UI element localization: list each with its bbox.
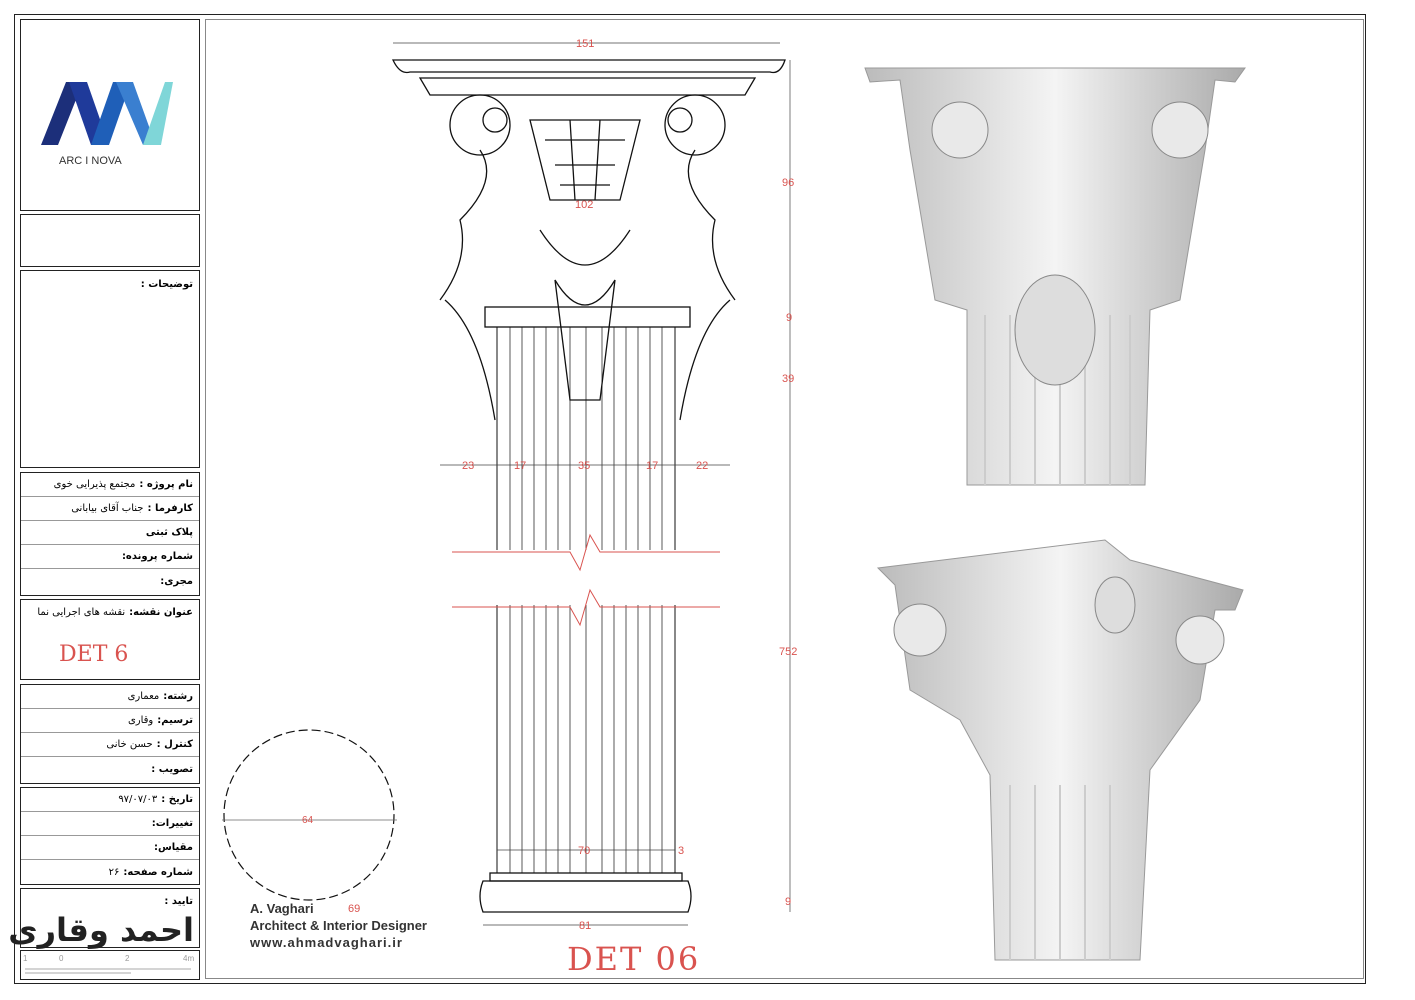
dim-4: 17 [646, 460, 658, 472]
drawing-title: DET 06 [567, 940, 701, 978]
client-row: کارفرما :جناب آقای بیابانی [21, 497, 199, 521]
dim-small: 3 [678, 845, 684, 857]
file-number-row: شماره پرونده: [21, 545, 199, 569]
watermark-persian-logo: احمد وقاری [8, 911, 194, 949]
notes-block: توضیحات : [20, 270, 200, 468]
notes-label: توضیحات : [140, 279, 193, 290]
value: حسن خانی [106, 739, 153, 750]
value: ۲۶ [108, 866, 120, 878]
label: مجری: [160, 575, 193, 587]
dim-base-width: 81 [579, 920, 591, 932]
break-lines [452, 533, 720, 627]
dim-total-height: 752 [779, 646, 797, 658]
label: نام پروژه : [139, 479, 193, 490]
dim-section-inner: 64 [302, 815, 314, 826]
render-capital-perspective [876, 539, 1244, 961]
dim-base-height: 9 [785, 896, 791, 908]
scale-tick: 0 [59, 954, 64, 963]
sheet-title-block: عنوان نقشه:نقشه های اجرایی نما DET 6 [20, 599, 200, 680]
label: شماره صفحه: [123, 866, 193, 878]
approved-row: تصویب : [21, 757, 199, 781]
label: کارفرما : [147, 503, 193, 514]
discipline-row: رشته:معماری [21, 685, 199, 709]
watermark-role: Architect & Interior Designer [250, 918, 427, 933]
label: تصویب : [151, 763, 193, 775]
dimension-lines [393, 42, 791, 926]
date-block: تاریخ :۹۷/۰۷/۰۳ تغییرات: مقیاس: شماره صف… [20, 787, 200, 885]
sheet-title-row: عنوان نقشه:نقشه های اجرایی نما [21, 600, 199, 624]
blank-block [20, 214, 200, 267]
value: مجتمع پذیرایی خوی [53, 479, 136, 490]
label: رشته: [163, 691, 193, 702]
dimension-labels: 151 96 102 9 39 23 17 35 17 22 752 70 3 … [348, 38, 797, 932]
column-cross-section [222, 729, 397, 901]
dim-necking: 9 [786, 312, 792, 324]
scale-bar: 1 0 2 4m [20, 950, 200, 980]
project-block: نام پروژه :مجتمع پذیرایی خوی کارفرما :جن… [20, 472, 200, 596]
dim-capital-inner: 102 [575, 199, 593, 211]
value: وقاری [127, 715, 154, 726]
value: جناب آقای بیابانی [71, 503, 144, 514]
label: شماره پرونده: [121, 551, 193, 562]
scale-row: مقیاس: [21, 836, 199, 860]
shaft-elevation [496, 327, 676, 873]
label: پلاک ثبتی [145, 527, 193, 538]
label: ترسیم: [157, 715, 193, 726]
page-number-row: شماره صفحه:۲۶ [21, 860, 199, 884]
dim-5: 22 [696, 460, 708, 472]
date-row: تاریخ :۹۷/۰۷/۰۳ [21, 788, 199, 812]
contractor-row: مجری: [21, 569, 199, 593]
label: کنترل : [156, 739, 193, 750]
watermark: A. Vaghari Architect & Interior Designer… [250, 900, 427, 951]
dim-1: 23 [462, 460, 474, 472]
plot-row: پلاک ثبتی [21, 521, 199, 545]
arc-nova-logo: ARC I NOVA [41, 82, 173, 167]
dim-capital-height: 96 [782, 177, 794, 189]
sheet-border [14, 14, 1366, 984]
dim-section-outer: 69 [348, 903, 360, 915]
label: مقیاس: [153, 842, 193, 853]
discipline-block: رشته:معماری ترسیم:وقاری کنترل :حسن خانی … [20, 684, 200, 784]
scale-tick: 2 [125, 954, 130, 963]
dim-flute-zone: 39 [782, 373, 794, 385]
capital-elevation [391, 59, 786, 421]
logo-text: ARC I NOVA [59, 155, 122, 167]
watermark-url: www.ahmadvaghari.ir [250, 935, 403, 950]
approval-row: تایید : [21, 889, 199, 913]
watermark-name: A. Vaghari [250, 901, 314, 916]
drawing-area [205, 19, 1364, 979]
value: نقشه های اجرایی نما [37, 606, 126, 618]
project-name-row: نام پروژه :مجتمع پذیرایی خوی [21, 473, 199, 497]
value: ۹۷/۰۷/۰۳ [118, 794, 158, 805]
dim-top-width: 151 [576, 38, 594, 50]
render-capital-front [864, 67, 1246, 486]
label: تایید : [164, 895, 193, 907]
sheet-code: DET 6 [59, 642, 129, 667]
revisions-row: تغییرات: [21, 812, 199, 836]
dim-shaft-base: 70 [578, 845, 590, 857]
dim-3: 35 [578, 460, 590, 472]
scale-tick: 4m [183, 954, 194, 963]
approval-block: تایید : [20, 888, 200, 948]
checked-by-row: کنترل :حسن خانی [21, 733, 199, 757]
label: تاریخ : [161, 794, 193, 805]
label: عنوان نقشه: [129, 606, 193, 618]
logo-block: ARC I NOVA [20, 19, 200, 211]
base-elevation [479, 872, 692, 913]
scale-tick: 1 [23, 954, 28, 963]
value: معماری [127, 691, 160, 702]
dim-2: 17 [514, 460, 526, 472]
drawn-by-row: ترسیم:وقاری [21, 709, 199, 733]
label: تغییرات: [151, 818, 193, 829]
